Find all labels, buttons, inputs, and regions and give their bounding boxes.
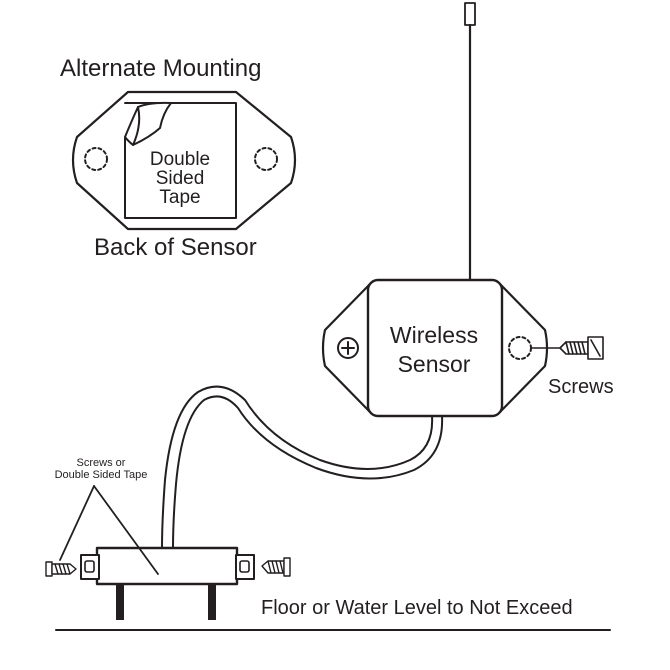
sensor-back-housing [71, 90, 297, 231]
probe-screw-right-icon [261, 557, 291, 577]
screws-label: Screws [548, 376, 614, 398]
water-probe [80, 546, 255, 620]
tape-label-line3: Tape [159, 187, 201, 208]
probe-mounting-note: Screws or Double Sided Tape [36, 457, 166, 481]
back-of-sensor-label: Back of Sensor [94, 234, 257, 261]
screw-head-icon [337, 337, 359, 359]
antenna [464, 2, 476, 284]
tape-label-line1: Double [149, 149, 211, 170]
double-sided-tape-label: Double Sided Tape [136, 150, 224, 207]
screw-icon [559, 336, 604, 360]
note-leader-lines [59, 485, 159, 575]
sensor-label-line2: Sensor [397, 351, 471, 377]
back-mounting-hole-right [254, 147, 278, 171]
floor-level-label: Floor or Water Level to Not Exceed [261, 597, 573, 619]
tape-square [124, 101, 237, 219]
wireless-sensor-housing [321, 278, 549, 418]
tape-label-line2: Sided [155, 168, 205, 189]
probe-note-line2: Double Sided Tape [54, 469, 148, 481]
sensor-cable [161, 385, 444, 549]
alternate-mounting-title: Alternate Mounting [60, 55, 262, 82]
peeled-corner-icon [124, 101, 172, 146]
probe-screw-left-icon [45, 561, 77, 577]
back-mounting-hole-left [84, 147, 108, 171]
sensor-label-line1: Wireless [389, 322, 479, 348]
probe-note-line1: Screws or [76, 457, 126, 469]
wireless-sensor-label: Wireless Sensor [372, 321, 496, 379]
sensor-mounting-hole-right [508, 336, 532, 360]
